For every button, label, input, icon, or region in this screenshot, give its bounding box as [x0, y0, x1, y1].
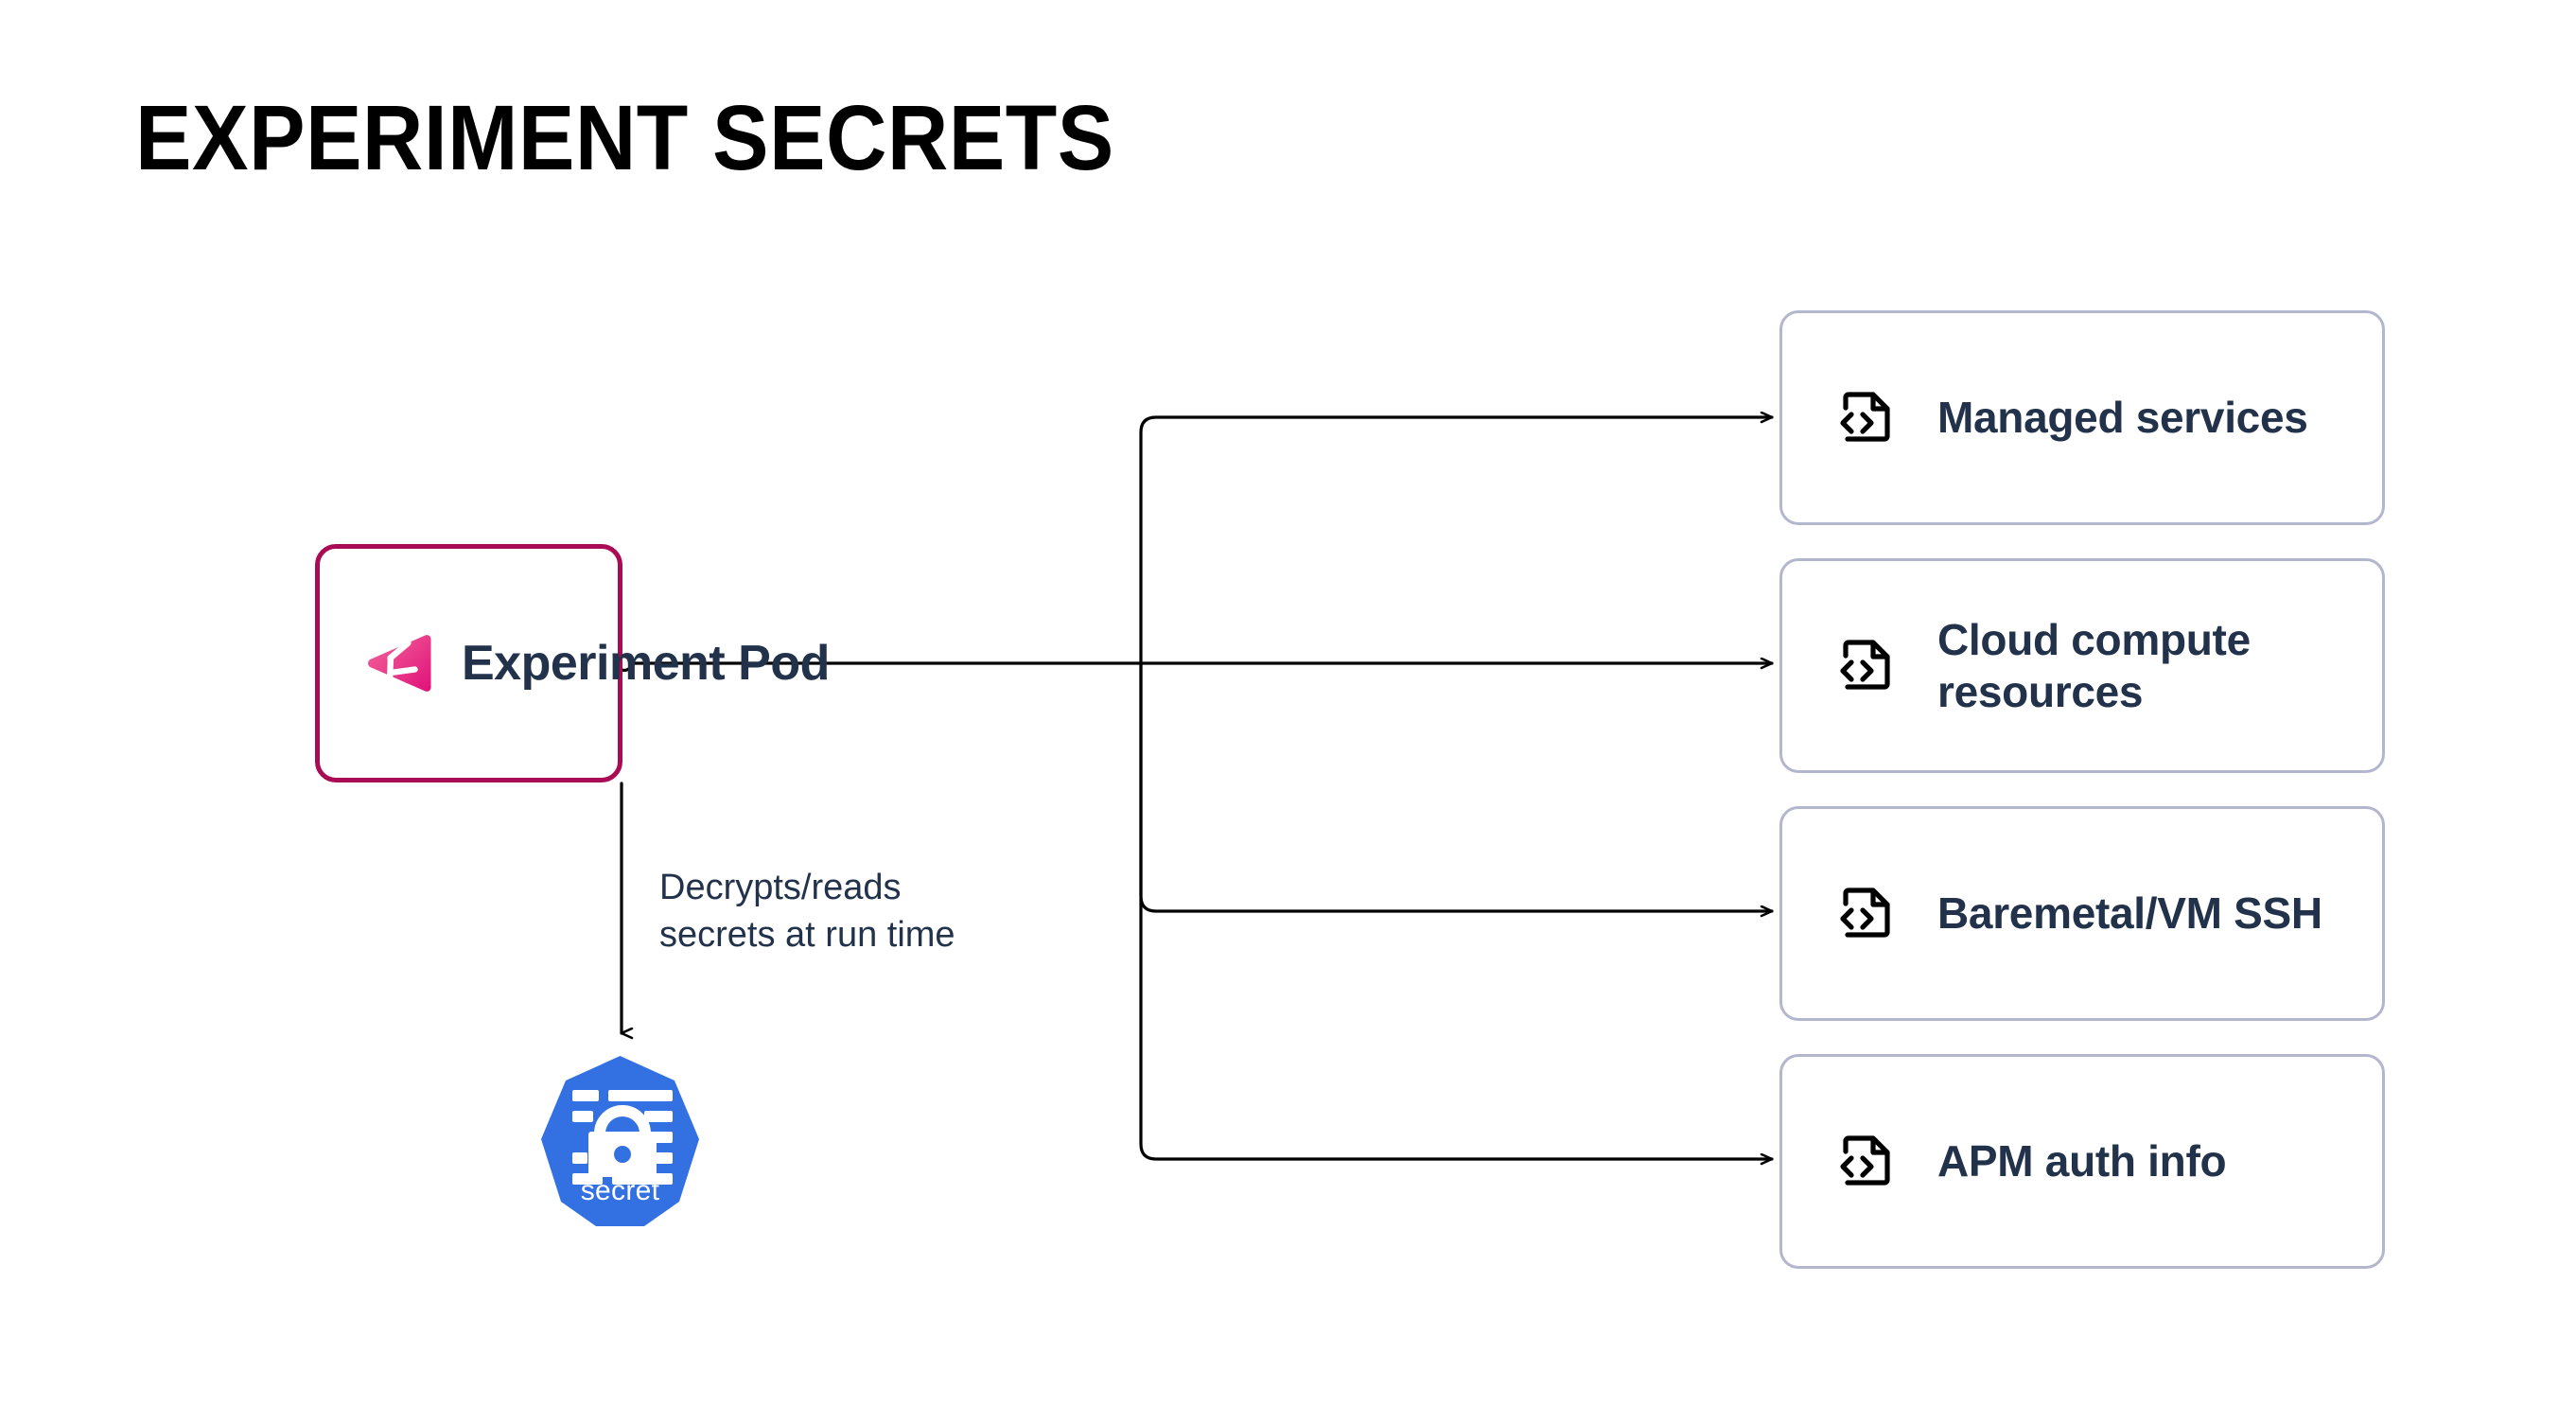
code-file-icon: [1840, 639, 1890, 690]
target-card-label: Baremetal/VM SSH: [1937, 888, 2322, 939]
page-title: EXPERIMENT SECRETS: [135, 86, 1114, 189]
code-file-icon: [1840, 1134, 1890, 1186]
target-card-label: Managed services: [1937, 393, 2308, 443]
target-card-managed-services[interactable]: Managed services: [1779, 310, 2385, 525]
kubernetes-secret-label: secret: [580, 1175, 660, 1206]
target-card-cloud-compute-resources[interactable]: Cloud compute resources: [1779, 558, 2385, 773]
kubernetes-secret-node[interactable]: secret: [533, 1052, 708, 1232]
edge-label-decrypt-secrets: Decrypts/reads secrets at run time: [659, 868, 955, 956]
target-card-baremetal-vm-ssh[interactable]: Baremetal/VM SSH: [1779, 806, 2385, 1021]
edge-to-apm-auth: [1139, 661, 1774, 1159]
target-card-label: Cloud compute resources: [1937, 615, 2251, 716]
gremlin-logo-icon: [368, 635, 431, 692]
kubernetes-secret-icon: [541, 1056, 699, 1226]
edge-to-managed-services: [1139, 417, 1774, 665]
edge-to-baremetal-ssh: [1139, 661, 1774, 911]
target-card-label: APM auth info: [1937, 1136, 2227, 1186]
code-file-icon: [1840, 887, 1890, 938]
code-file-icon: [1840, 391, 1890, 442]
target-card-apm-auth-info[interactable]: APM auth info: [1779, 1054, 2385, 1269]
experiment-pod-node[interactable]: Experiment Pod: [315, 544, 830, 782]
experiment-pod-label: Experiment Pod: [462, 636, 830, 691]
